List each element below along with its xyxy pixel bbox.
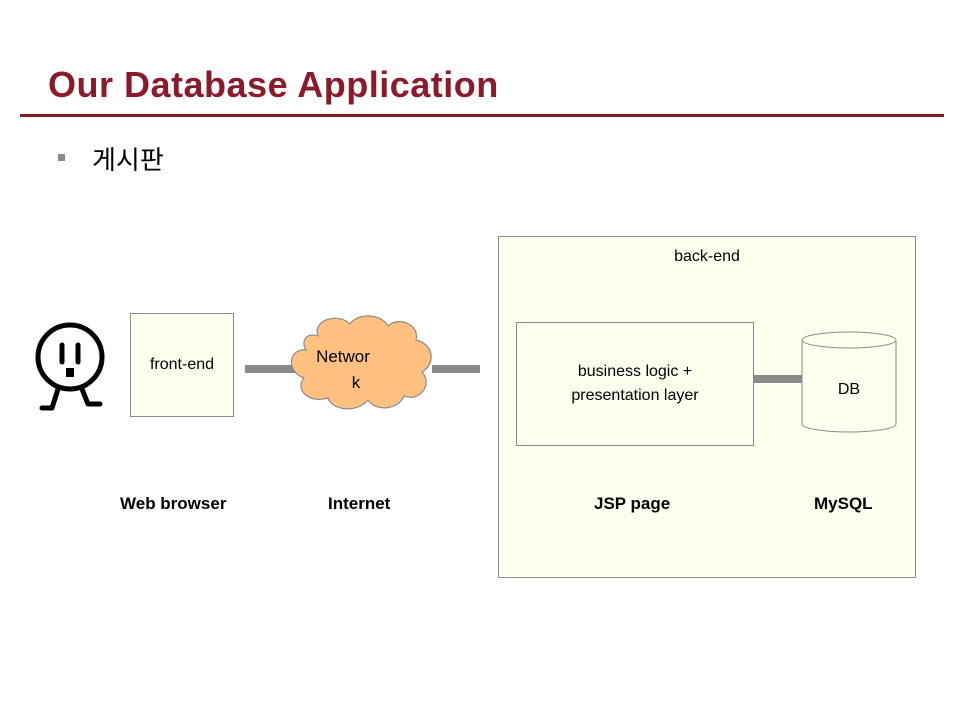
web-browser-label: Web browser	[120, 494, 227, 513]
front-end-box: front-end	[130, 313, 234, 417]
internet-label: Internet	[328, 494, 391, 513]
bullet-marker-icon	[58, 154, 65, 161]
connector-network-backend	[432, 365, 480, 373]
user-icon	[35, 322, 105, 411]
network-cloud-icon: Networ k	[290, 315, 432, 410]
title-underline	[20, 114, 944, 117]
mysql-label: MySQL	[814, 494, 873, 513]
business-logic-box: business logic + presentation layer	[516, 322, 754, 446]
slide-title: Our Database Application	[48, 64, 499, 105]
db-label: DB	[838, 381, 860, 398]
database-icon: DB	[801, 331, 897, 433]
front-end-label: front-end	[149, 356, 215, 373]
jsp-page-label: JSP page	[594, 494, 671, 513]
business-logic-label: business logic + presentation layer	[571, 363, 699, 404]
connector-logic-db	[754, 375, 804, 383]
bullet-text: 게시판	[92, 146, 164, 176]
connector-frontend-network	[245, 365, 297, 373]
network-label-line1: Networ	[316, 347, 370, 366]
network-label-line2: k	[352, 373, 361, 392]
